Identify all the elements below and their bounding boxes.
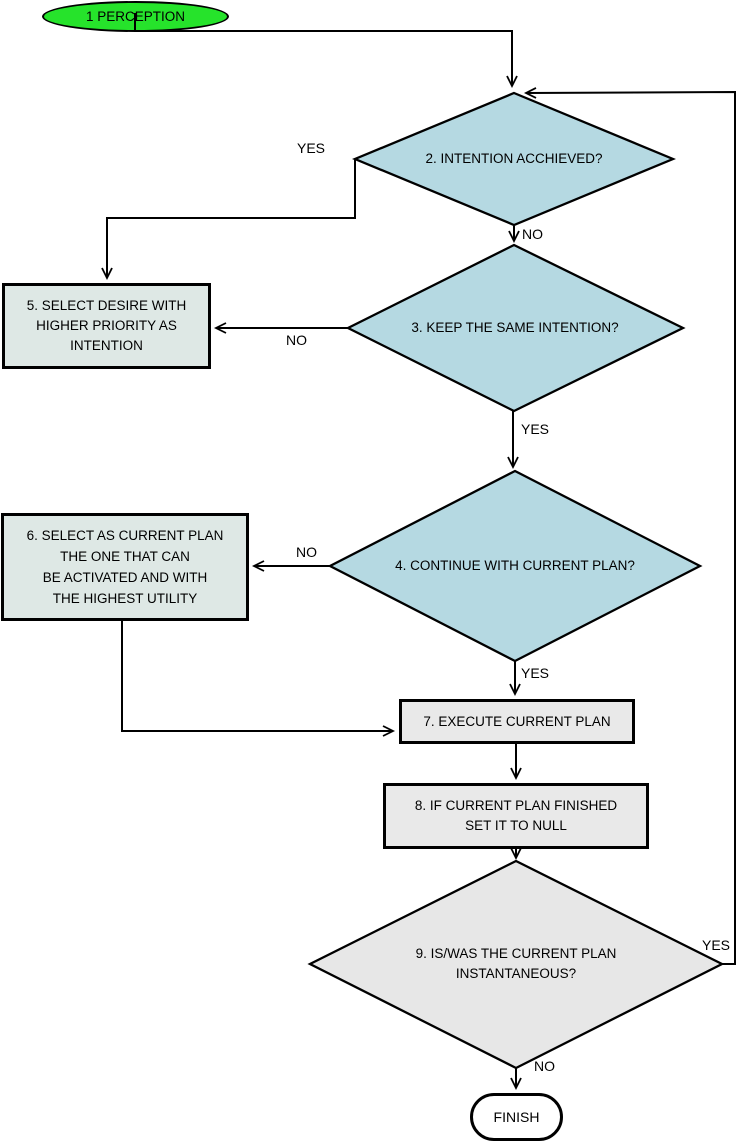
edge-b6-to-b7 [121,621,396,737]
node-plan-instantaneous-label: 9. IS/WAS THE CURRENT PLAN INSTANTANEOUS… [366,944,666,984]
box-execute-plan-label: 7. EXECUTE CURRENT PLAN [423,713,611,729]
edge-label-d2-no: NO [522,226,543,242]
edge-label-d4-yes: YES [521,665,550,681]
node-perception[interactable]: 1 PERCEPTION [42,1,229,32]
edge-d2-yes-to-b5 [101,160,356,281]
box-set-null[interactable]: 8. IF CURRENT PLAN FINISHED SET IT TO NU… [383,783,649,849]
box-select-desire[interactable]: 5. SELECT DESIRE WITH HIGHER PRIORITY AS… [2,283,211,369]
box-set-null-label: 8. IF CURRENT PLAN FINISHED SET IT TO NU… [414,798,618,833]
node-keep-same-intention-label: 3. KEEP THE SAME INTENTION? [365,318,665,338]
node-finish[interactable]: FINISH [470,1093,563,1141]
edge-label-d4-no: NO [296,544,317,560]
node-continue-current-plan-label: 4. CONTINUE WITH CURRENT PLAN? [365,556,665,576]
box-select-plan-label: 6. SELECT AS CURRENT PLAN THE ONE THAT C… [26,528,224,606]
node-perception-label: 1 PERCEPTION [85,8,186,24]
edge-label-d3-no: NO [286,332,307,348]
box-select-desire-label: 5. SELECT DESIRE WITH HIGHER PRIORITY AS… [26,298,187,353]
node-intention-achieved-label: 2. INTENTION ACCHIEVED? [364,149,664,169]
box-execute-plan[interactable]: 7. EXECUTE CURRENT PLAN [399,699,635,744]
edge-label-d9-no: NO [534,1058,555,1074]
decision3-text: 3. KEEP THE SAME INTENTION? [411,320,619,335]
edge-label-d2-yes: YES [297,140,326,156]
decision4-text: 4. CONTINUE WITH CURRENT PLAN? [395,558,635,573]
decision9-text: 9. IS/WAS THE CURRENT PLAN INSTANTANEOUS… [415,946,617,981]
node-finish-label: FINISH [493,1109,540,1125]
box-select-plan[interactable]: 6. SELECT AS CURRENT PLAN THE ONE THAT C… [1,513,249,621]
edge-label-d9-yes: YES [702,937,731,953]
edge-label-d3-yes: YES [521,421,550,437]
decision2-text: 2. INTENTION ACCHIEVED? [425,151,603,166]
